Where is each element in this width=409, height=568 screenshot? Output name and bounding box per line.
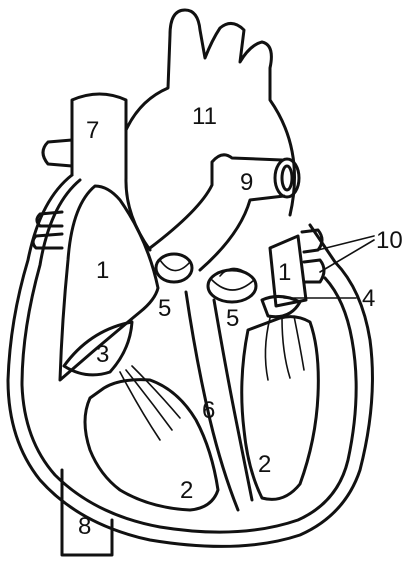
label-9: 9 bbox=[240, 169, 253, 196]
label-2-right-ventricle: 2 bbox=[180, 477, 193, 504]
label-1-left-atrium: 1 bbox=[278, 259, 291, 286]
label-10: 10 bbox=[376, 227, 403, 254]
superior-vena-cava bbox=[43, 94, 126, 178]
right-ventricle-chamber bbox=[85, 380, 218, 510]
left-ventricle-chamber bbox=[242, 317, 319, 500]
label-6: 6 bbox=[202, 397, 215, 424]
label-1-right-atrium: 1 bbox=[96, 257, 109, 284]
label-7: 7 bbox=[86, 117, 99, 144]
label-11: 11 bbox=[192, 103, 217, 130]
label-2-left-ventricle: 2 bbox=[258, 451, 271, 478]
label-4: 4 bbox=[362, 285, 375, 312]
leader-line-10a bbox=[318, 236, 374, 250]
pulmonary-veins bbox=[302, 230, 324, 282]
label-5-left: 5 bbox=[158, 295, 171, 322]
left-atrium-chamber bbox=[262, 236, 306, 380]
label-8: 8 bbox=[78, 513, 91, 540]
label-3: 3 bbox=[96, 341, 109, 368]
label-5-right: 5 bbox=[226, 305, 239, 332]
leader-line-10b bbox=[320, 240, 374, 272]
aorta bbox=[126, 10, 295, 250]
